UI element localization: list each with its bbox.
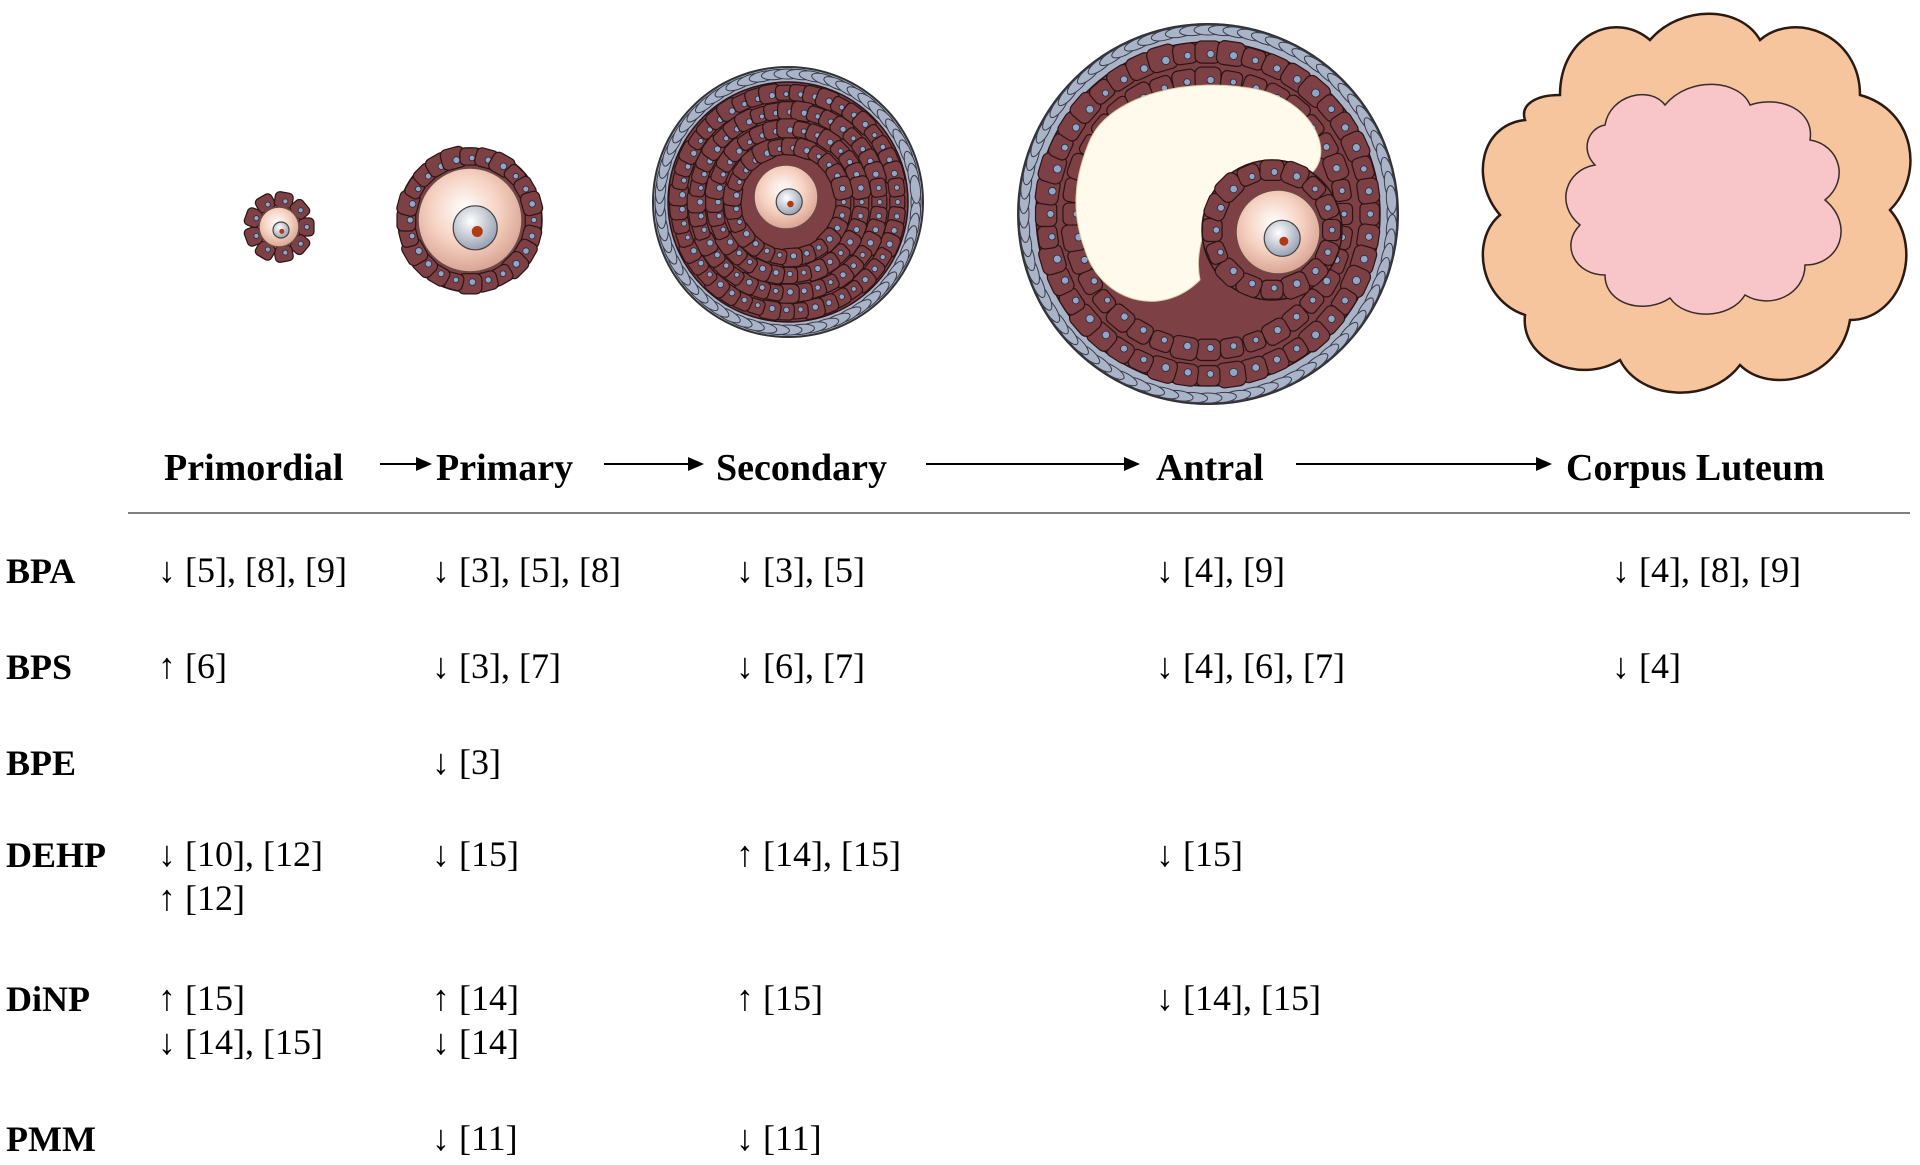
chemical-label-dinp: DiNP xyxy=(6,979,90,1019)
stage-primary: Primary xyxy=(436,447,574,489)
stage-secondary: Secondary xyxy=(716,447,887,489)
primordial-follicle-illustration xyxy=(243,191,315,263)
effect-text: ↓ [4], [6], [7] xyxy=(1156,646,1345,686)
header-divider xyxy=(128,512,1910,514)
effect-text: ↑ [6] xyxy=(158,646,227,686)
effect-text: ↑ [14] xyxy=(432,978,519,1018)
effect-text: ↓ [4], [9] xyxy=(1156,550,1285,590)
effect-cell-pmm-secondary: ↓ [11] xyxy=(736,1116,822,1160)
chemical-label-bpa: BPA xyxy=(6,551,76,591)
stage-corpus-luteum: Corpus Luteum xyxy=(1566,447,1825,489)
effect-text: ↓ [14] xyxy=(432,1022,519,1062)
chemical-label-bpe: BPE xyxy=(6,743,77,783)
effect-text: ↓ [6], [7] xyxy=(736,646,865,686)
arrow-icon xyxy=(380,457,432,471)
effect-text: ↓ [14], [15] xyxy=(1156,978,1321,1018)
effect-cell-bps-antral: ↓ [4], [6], [7] xyxy=(1156,644,1345,688)
effect-cell-dinp-primary: ↑ [14]↓ [14] xyxy=(432,976,519,1064)
effect-cell-dehp-primordial: ↓ [10], [12]↑ [12] xyxy=(158,832,323,920)
effect-text: ↓ [5], [8], [9] xyxy=(158,550,347,590)
effect-cell-bpa-primary: ↓ [3], [5], [8] xyxy=(432,548,621,592)
arrow-icon xyxy=(926,457,1140,471)
stage-primordial: Primordial xyxy=(164,447,344,489)
effect-text: ↑ [12] xyxy=(158,878,245,918)
effect-cell-pmm-primary: ↓ [11] xyxy=(432,1116,518,1160)
effect-text: ↓ [15] xyxy=(432,834,519,874)
effect-text: ↑ [15] xyxy=(158,978,245,1018)
effect-cell-dinp-secondary: ↑ [15] xyxy=(736,976,823,1020)
effect-text: ↓ [4], [8], [9] xyxy=(1612,550,1801,590)
corpus-luteum-illustration xyxy=(1481,12,1912,394)
effect-text: ↓ [3], [7] xyxy=(432,646,561,686)
secondary-follicle-illustration xyxy=(652,66,924,338)
effect-cell-bps-primary: ↓ [3], [7] xyxy=(432,644,561,688)
effect-cell-bpa-corpus-luteum: ↓ [4], [8], [9] xyxy=(1612,548,1801,592)
effect-text: ↓ [3] xyxy=(432,742,501,782)
effect-cell-bpa-secondary: ↓ [3], [5] xyxy=(736,548,865,592)
effect-cell-bpe-primary: ↓ [3] xyxy=(432,740,501,784)
effect-cell-dehp-antral: ↓ [15] xyxy=(1156,832,1243,876)
effect-cell-dehp-secondary: ↑ [14], [15] xyxy=(736,832,901,876)
effect-text: ↓ [11] xyxy=(736,1118,822,1158)
effect-text: ↓ [11] xyxy=(432,1118,518,1158)
effect-cell-bpa-antral: ↓ [4], [9] xyxy=(1156,548,1285,592)
effect-cell-dinp-antral: ↓ [14], [15] xyxy=(1156,976,1321,1020)
effect-text: ↓ [14], [15] xyxy=(158,1022,323,1062)
chemical-label-dehp: DEHP xyxy=(6,835,107,875)
effect-text: ↓ [3], [5], [8] xyxy=(432,550,621,590)
effect-text: ↓ [10], [12] xyxy=(158,834,323,874)
effect-cell-bpa-primordial: ↓ [5], [8], [9] xyxy=(158,548,347,592)
effect-cell-bps-secondary: ↓ [6], [7] xyxy=(736,644,865,688)
effect-cell-dehp-primary: ↓ [15] xyxy=(432,832,519,876)
effect-text: ↑ [14], [15] xyxy=(736,834,901,874)
chemical-label-pmm: PMM xyxy=(6,1119,96,1159)
effect-text: ↓ [3], [5] xyxy=(736,550,865,590)
chemical-label-bps: BPS xyxy=(6,647,73,687)
primary-follicle-illustration xyxy=(396,145,544,295)
follicle-illustrations xyxy=(243,12,1912,405)
effect-cell-dinp-primordial: ↑ [15]↓ [14], [15] xyxy=(158,976,323,1064)
arrow-icon xyxy=(604,457,704,471)
stage-antral: Antral xyxy=(1156,447,1264,489)
effect-text: ↓ [4] xyxy=(1612,646,1681,686)
effect-text: ↓ [15] xyxy=(1156,834,1243,874)
effect-text: ↑ [15] xyxy=(736,978,823,1018)
effect-cell-bps-primordial: ↑ [6] xyxy=(158,644,227,688)
arrow-icon xyxy=(1296,457,1552,471)
antral-follicle-illustration xyxy=(1017,23,1399,405)
effect-cell-bps-corpus-luteum: ↓ [4] xyxy=(1612,644,1681,688)
